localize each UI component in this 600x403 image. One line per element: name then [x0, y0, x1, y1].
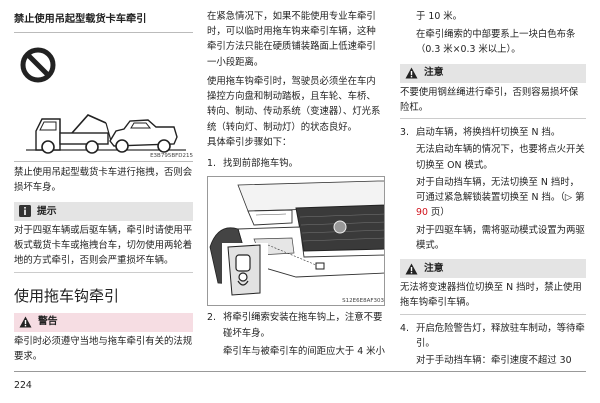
tip-title: 提示 [37, 205, 57, 217]
step-text: 将牵引绳索安装在拖车钩上，注意不要碰坏车身。 [223, 312, 383, 339]
step-3: 3. 启动车辆，将换挡杆切换至 N 挡。 [400, 125, 586, 140]
step-detail-page-ref: 对于自动挡车辆，无法切换至 N 挡时，可通过紧急解锁装置切换至 N 挡。（▷ 第… [400, 175, 586, 221]
step-number: 3. [400, 127, 409, 139]
warning-triangle-icon [19, 316, 32, 328]
warning-triangle-icon [405, 263, 418, 275]
page-link[interactable]: 90 [416, 207, 431, 219]
step-detail: 对于手动挡车辆：牵引速度不超过 30 [416, 354, 572, 366]
column-2: 在紧急情况下，如果不能使用专业车牵引时，可以临时用拖车钩来牵引车辆，这种牵引方法… [207, 0, 385, 359]
page-number: 224 [14, 380, 32, 391]
tow-hook-drawing [209, 180, 384, 302]
step-detail-text: 对于自动挡车辆，无法切换至 N 挡时，可通过紧急解锁装置切换至 N 挡。（▷ 第 [416, 176, 585, 204]
step-4: 4. 开启危险警告灯，释放驻车制动，等待牵引。 [400, 321, 586, 351]
caution-header: 注意 [400, 63, 586, 83]
section-title-tow-hook: 使用拖车钩牵引 [14, 286, 120, 305]
caution-header: 注意 [400, 259, 586, 279]
divider [14, 271, 193, 273]
caution-title: 注意 [424, 262, 444, 274]
step-detail: 于 10 米。 [416, 11, 463, 22]
step-text: 找到前部拖车钩。 [223, 158, 299, 170]
step-text: 开启危险警告灯，释放驻车制动，等待牵引。 [416, 322, 585, 349]
column-3: 于 10 米。 在牵引绳索的中部要系上一块白色布条（0.3 米×0.3 米以上）… [400, 0, 586, 368]
info-icon [19, 205, 31, 218]
step-detail-text: 页） [430, 207, 450, 219]
caution-title: 注意 [424, 67, 444, 79]
step-detail: 无法启动车辆的情况下，也要将点火开关切换至 ON 模式。 [416, 144, 585, 171]
footer-divider [14, 371, 586, 372]
step-number: 4. [400, 322, 409, 334]
warning-text: 牵引时必须遵守当地与拖车牵引有关的法规要求。 [14, 335, 193, 362]
warning-triangle-icon [405, 67, 418, 79]
paragraph: 使用拖车钩牵引时，驾驶员必须坐在车内操控方向盘和制动踏板，且车轮、车桥、转向、制… [207, 75, 381, 133]
hoist-truck-illustration: E3B795BFD215 [14, 33, 193, 162]
step-1: 1. 找到前部拖车钩。 [207, 156, 385, 171]
warning-header: 警告 [14, 312, 193, 332]
warning-title: 警告 [38, 316, 58, 328]
paragraph: 具体牵引步骤如下： [207, 136, 292, 148]
paragraph: 在紧急情况下，如果不能使用专业车牵引时，可以临时用拖车钩来牵引车辆，这种牵引方法… [207, 11, 376, 68]
step-detail: 对于四驱车辆，需将驱动模式设置为两驱模式。 [416, 224, 585, 251]
column-1: 禁止使用吊起型载货卡车牵引 [14, 0, 193, 364]
tow-hook-illustration: S12E6E8AF303 [207, 176, 385, 307]
paragraph: 禁止使用吊起型载货卡车进行拖拽，否则会损坏车身。 [14, 166, 193, 193]
step-number: 2. [207, 312, 216, 324]
section-heading-hoist-truck: 禁止使用吊起型载货卡车牵引 [14, 14, 147, 25]
figure-code: S12E6E8AF303 [342, 297, 384, 304]
divider [14, 31, 193, 33]
no-entry-icon [20, 47, 56, 83]
figure-code: E3B795BFD215 [150, 153, 193, 160]
step-detail: 在牵引绳索的中部要系上一块白色布条（0.3 米×0.3 米以上）。 [416, 29, 576, 56]
step-2: 2. 将牵引绳索安装在拖车钩上，注意不要碰坏车身。 [207, 310, 385, 340]
step-text: 启动车辆，将换挡杆切换至 N 挡。 [416, 127, 561, 139]
hoist-truck-drawing [20, 47, 186, 154]
step-detail: 牵引车与被牵引车的间距应大于 4 米小 [223, 345, 385, 357]
divider [400, 118, 586, 120]
tip-text: 对于四驱车辆或后驱车辆，牵引时请使用平板式载货卡车或拖拽台车，切勿使用两轮着地的… [14, 224, 193, 267]
step-number: 1. [207, 158, 216, 170]
caution-text: 不要使用钢丝绳进行牵引，否则容易损坏保险杠。 [400, 86, 579, 113]
tip-header: 提示 [14, 201, 193, 221]
divider [400, 313, 586, 315]
caution-text: 无法将变速器挡位切换至 N 挡时，禁止使用拖车钩牵引车辆。 [400, 282, 582, 309]
